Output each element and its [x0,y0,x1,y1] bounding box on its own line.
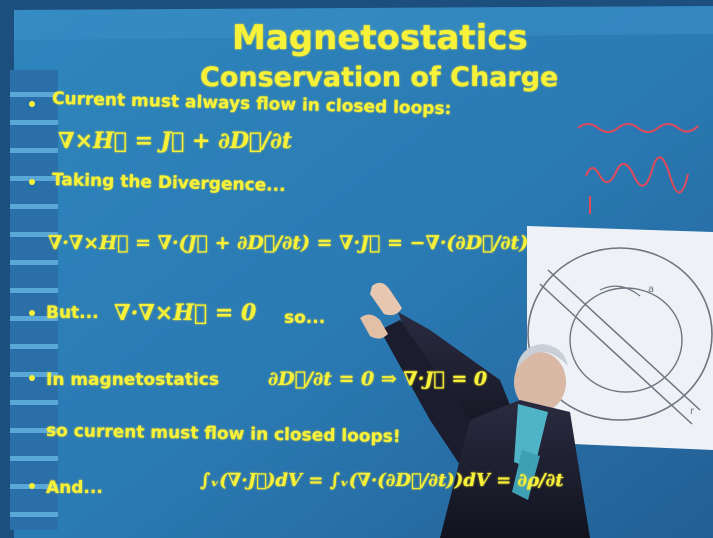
equation-integral: ∫ᵥ(∇·J⃗)dV = ∫ᵥ(∇·(∂D⃗/∂t))dV = ∂ρ/∂t [200,470,564,491]
bullet-2: Taking the Divergence... [51,169,286,197]
bullet-1: Current must always flow in closed loops… [51,88,452,120]
equation-ampere: ∇×H⃗ = J⃗ + ∂D⃗/∂t [58,128,293,154]
slide-stripe-pattern [10,70,58,530]
equation-identity: ∇·∇×H⃗ = 0 [114,300,257,326]
slide-subtitle: Conservation of Charge [200,62,559,93]
red-margin-notes [577,123,699,214]
equation-static: ∂D⃗/∂t = 0 ⇒ ∇·J⃗ = 0 [268,368,488,390]
equation-divergence: ∇·∇×H⃗ = ∇·(J⃗ + ∂D⃗/∂t) = ∇·J⃗ = −∇·(∂D… [48,232,529,254]
svg-text:a: a [648,284,654,295]
bullet-3-but: But... [46,303,99,323]
bullet-markers [29,101,35,489]
bullet-4: In magnetostatics [46,370,220,390]
slide-title: Magnetostatics [232,18,528,58]
ring-diagram: a r [527,226,713,450]
bullet-5: so current must flow in closed loops! [45,420,401,448]
bullet-6: And... [46,478,103,498]
bullet-3-so: so... [284,308,326,328]
presenter [360,282,590,538]
svg-text:r: r [690,406,695,417]
